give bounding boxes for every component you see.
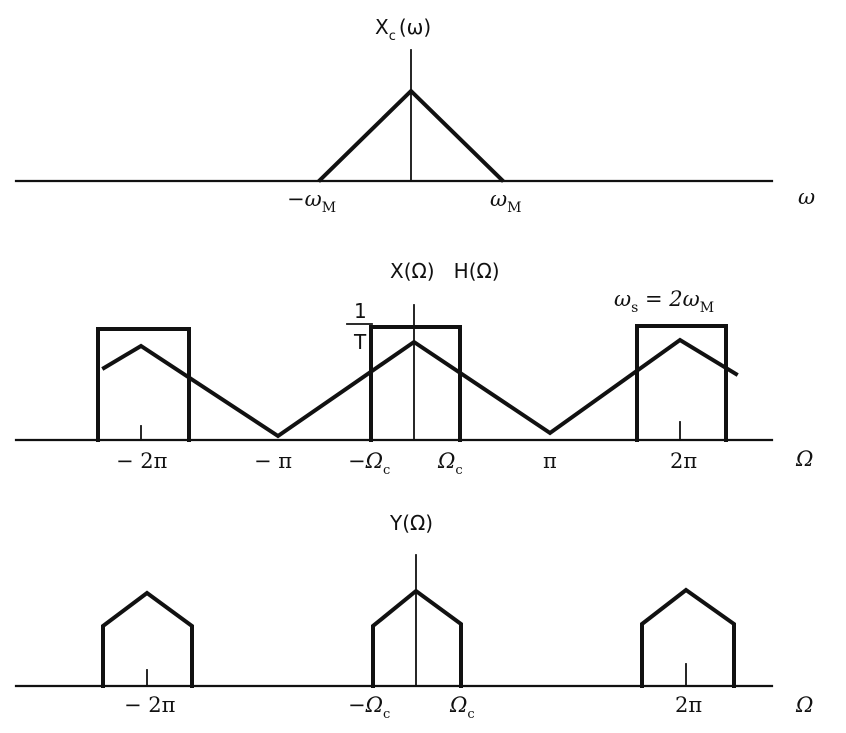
bottom-tick-neg-2pi: − 2π — [124, 693, 176, 717]
middle-periodic-triangle-spectrum — [101, 337, 739, 439]
bottom-output-replica-neg-2pi — [101, 590, 194, 688]
middle-tick-2pi: 2π — [670, 449, 697, 473]
middle-title: X(Ω) H(Ω) — [390, 259, 500, 283]
bottom-panel: Y(Ω) − 2π −Ωc Ωc 2π Ω — [14, 511, 813, 722]
middle-tick-neg-omega-c: −Ωc — [348, 449, 390, 478]
bottom-title: Y(Ω) — [389, 511, 433, 535]
bottom-tick-omega-c: Ωc — [449, 693, 475, 722]
gain-denominator: T — [353, 330, 367, 354]
top-triangle-spectrum — [317, 88, 505, 183]
middle-tick-omega-c: Ωc — [437, 449, 463, 478]
bottom-axis-label: Ω — [795, 693, 813, 717]
bottom-tick-2pi: 2π — [675, 693, 702, 717]
top-panel: Xc(ω) −ωM ωM ω — [14, 15, 815, 216]
bottom-tick-neg-omega-c: −Ωc — [348, 693, 390, 722]
top-axis-label: ω — [798, 185, 815, 209]
top-title: Xc(ω) — [375, 15, 431, 44]
middle-filter-box-2pi — [635, 324, 728, 442]
middle-filter-box-center — [369, 325, 462, 442]
middle-tick-neg-pi: − π — [254, 449, 292, 473]
bottom-output-replica-2pi — [640, 587, 736, 688]
middle-filter-box-neg-2pi — [96, 327, 191, 442]
top-tick-omega-m: ωM — [490, 187, 521, 216]
top-tick-neg-omega-m: −ωM — [287, 187, 336, 216]
middle-axis-label: Ω — [795, 447, 813, 471]
middle-panel: X(Ω) H(Ω) 1 T ωs = 2ωM − 2π − π −Ωc Ωc π… — [14, 259, 813, 478]
sampling-frequency-note: ωs = 2ωM — [614, 287, 714, 316]
gain-numerator: 1 — [354, 299, 367, 323]
middle-tick-neg-2pi: − 2π — [116, 449, 168, 473]
middle-tick-pi: π — [543, 449, 557, 473]
bottom-output-replica-center — [371, 588, 463, 688]
